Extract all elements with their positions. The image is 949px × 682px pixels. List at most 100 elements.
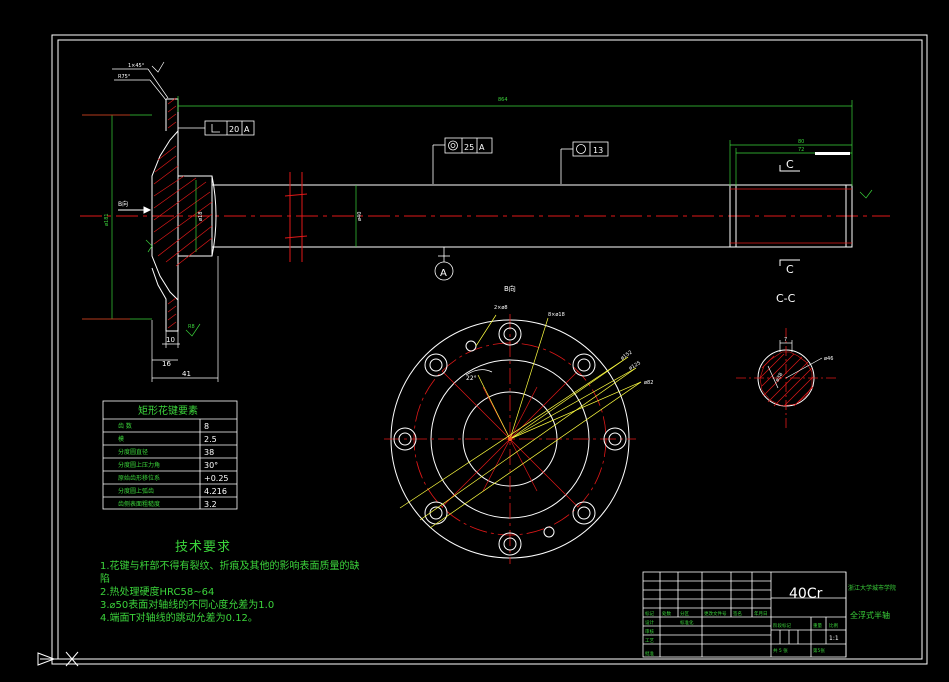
spline-row-value: 3.2 [204,500,217,509]
section-dim-38: ø38 [775,372,785,383]
spline-row-label: 分度圆上弧齿 [118,487,154,495]
tol-perp-value: 20 [229,125,239,134]
tol-frame-conc [432,137,493,184]
title-block-cell: 标记 [645,610,654,617]
section-c-markers [779,165,800,266]
title-block-cell: 比例 [829,622,838,629]
view-b-arrow [118,206,152,214]
title-block-cells: 标记 处数 分区 更改文件号签名 年月日设计 标准化审核工艺批准 阶段标记 重量比例共 5 张… [645,610,838,657]
tech-requirements-list: 1.花键与杆部不得有裂纹、折痕及其他的影响表面质量的缺陷 2.热处理硬度HRC58… [100,560,360,625]
title-block-cell: 分区 [680,610,689,617]
flange-profile [151,98,217,332]
spline-table-grid [102,400,238,510]
datum-a-symbol [434,247,454,281]
flange-leaders [399,314,642,529]
section-c-bottom: C [786,263,794,276]
spline-row-label: 分度圆直径 [118,448,148,456]
title-block-cell: 处数 [662,610,671,617]
spline-row-label: 模 [118,435,124,443]
title-block-cell: 工艺 [645,638,654,644]
dim-41-text: 41 [182,370,191,378]
title-block-cell: 更改文件号 [704,610,727,617]
ucs-icon [37,651,80,667]
section-dims [767,340,823,389]
tb-school: 浙江大学城市学院 [848,584,896,592]
spline-row-label: 齿侧表面粗糙度 [118,500,160,508]
flange-dia-125: ø125 [628,360,642,372]
dim-spline-bar [815,152,850,155]
tb-material: 40Cr [789,586,823,602]
tech-requirement-item: 1.花键与杆部不得有裂纹、折痕及其他的影响表面质量的缺 [100,561,360,572]
flange-angle: 22° [466,375,477,382]
title-block-cell: 第5张 [813,647,825,654]
spline-row-value: +0.25 [204,474,229,483]
break-lines [284,172,308,262]
dim-16-text: 16 [162,360,171,368]
red-extensions [82,114,130,320]
flange-dia-152: ø152 [620,349,634,361]
title-block-cell: 签名 [733,610,742,617]
title-block-cell: 年月日 [754,610,768,617]
tb-scale: 1:1 [829,635,839,642]
chamfer2-text: R75° [118,74,131,80]
spline-row-value: 2.5 [204,435,217,444]
spline-row-value: 38 [204,448,214,457]
inner-frame [57,39,923,660]
tech-requirement-item: 3.⌀50表面对轴线的不同心度允差为1.0 [100,600,275,611]
title-block-grid [642,571,847,658]
chamfer-text: 1×45° [128,63,145,69]
tol-frame-round [560,141,609,184]
dim-72-text: 72 [798,147,804,153]
title-block-cell: 共 5 张 [773,647,788,654]
title-block-cell: 设计 [645,619,654,626]
title-block-cell: 阶段标记 [773,622,791,629]
title-block-cell: 审核 [645,628,654,635]
view-b-label: B向 [118,200,128,208]
spline-table-title: 矩形花键要素 [138,404,198,417]
flange-angle-arc [465,369,493,376]
tech-requirement-item: 2.热处理硬度HRC58~64 [100,587,215,598]
section-c-top: C [786,158,794,171]
dim-40-text: ø40 [357,212,363,221]
holes-note-8: 8×ø18 [548,312,565,318]
spline-row-value: 4.216 [204,487,227,496]
roughness-symbols [145,189,873,337]
tech-requirement-item: 4.端面T对轴线的跳动允差为0.12。 [100,613,258,624]
title-block-cell: 批准 [645,650,654,657]
dim-hub-text: ø18 [198,212,204,221]
dim-864-text: 864 [498,97,508,103]
tol-conc-datum: A [479,143,485,152]
section-view-title: C-C [776,292,796,305]
title-block-cell: 标准化 [680,619,694,626]
spline-row-label: 齿 数 [118,422,132,430]
dim-80-text: 80 [798,139,804,145]
spline-thread [730,188,852,244]
section-hatch [759,353,814,407]
bolt-holes [393,322,627,556]
spline-row-value: 30° [204,461,218,470]
tol-conc-value: 25 [464,143,474,152]
tol-round-value: 13 [593,146,603,155]
shaft-body [212,184,853,248]
chamfer-callouts [112,61,169,101]
outer-frame [51,34,928,665]
dim-181-text: ø181 [104,213,110,226]
flange-center-dot [508,437,512,441]
title-block-cell: 重量 [813,622,822,629]
tech-requirement-item: 陷 [100,574,110,585]
roughness-flange: R8 [188,324,195,330]
spline-row-label: 原始齿形移位系 [118,474,160,482]
flange-crosshair [384,314,636,564]
dim-flange-dia [82,114,357,320]
dim-10-text: 10 [166,336,175,344]
flange-hatch [153,97,213,329]
tb-part-name: 全浮式半轴 [850,610,890,620]
flange-dia-82: ø82 [644,380,653,386]
tol-frame-perp [178,120,255,136]
section-dim-46: ø46 [824,356,833,362]
tol-perp-datum: A [244,125,250,134]
datum-a-label: A [440,268,447,279]
dim-bottom-widths [151,256,219,382]
